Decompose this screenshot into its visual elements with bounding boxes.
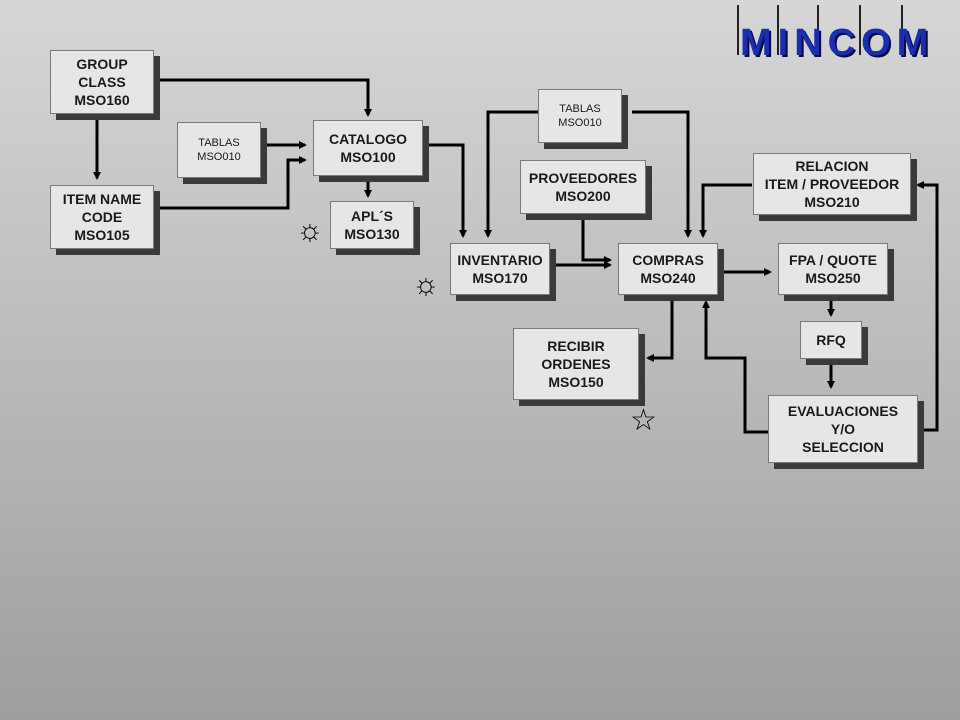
box-item-name-code: ITEM NAME CODE MSO105 [50, 185, 154, 249]
arrow-evaluaciones-to-compras [702, 300, 768, 434]
box-fpa-quote: FPA / QUOTE MSO250 [778, 243, 888, 295]
arrow-itemname-to-catalogo [155, 156, 307, 210]
arrow-group-to-catalogo [155, 78, 372, 117]
sun-icon: ☼ [296, 214, 324, 247]
mincom-logo [720, 0, 950, 70]
arrow-compras-to-recibir [646, 296, 674, 362]
box-apls: APL´S MSO130 [330, 201, 414, 249]
box-evaluaciones: EVALUACIONES Y/O SELECCION [768, 395, 918, 463]
box-rfq: RFQ [800, 321, 862, 359]
star-icon: ☆ [630, 404, 657, 437]
arrow-proveedores-to-compras [581, 215, 612, 264]
box-tablas-1: TABLAS MSO010 [177, 122, 261, 178]
arrow-tablas2-to-compras [632, 110, 692, 238]
box-inventario: INVENTARIO MSO170 [450, 243, 550, 295]
arrow-catalogo-to-inventario [425, 143, 467, 238]
arrow-tablas2-to-inventario [484, 110, 538, 238]
box-group-class: GROUP CLASS MSO160 [50, 50, 154, 114]
mincom-logo-text: MINCOM [740, 22, 935, 64]
box-recibir-ordenes: RECIBIR ORDENES MSO150 [513, 328, 639, 400]
sun-icon: ☼ [412, 268, 440, 301]
arrow-evaluaciones-to-relacion [916, 181, 939, 432]
box-catalogo: CATALOGO MSO100 [313, 120, 423, 176]
box-compras: COMPRAS MSO240 [618, 243, 718, 295]
arrow-relacion-to-compras [699, 183, 752, 238]
box-tablas-2: TABLAS MSO010 [538, 89, 622, 143]
box-proveedores: PROVEEDORES MSO200 [520, 160, 646, 214]
box-relacion-item-proveedor: RELACION ITEM / PROVEEDOR MSO210 [753, 153, 911, 215]
